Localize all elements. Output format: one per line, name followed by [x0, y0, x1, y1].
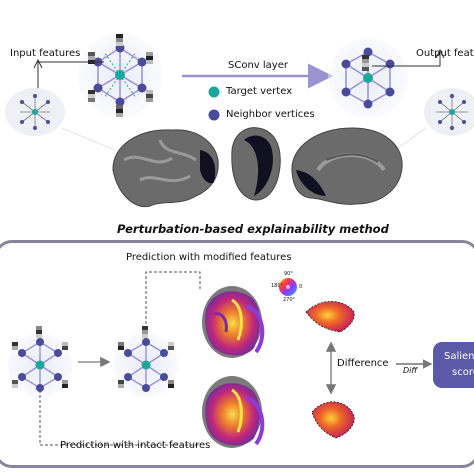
input-features-label: Input features [10, 48, 81, 59]
saliency-score-box: Salienc score [433, 342, 474, 388]
sconv-layer-label: SConv layer [228, 60, 288, 71]
target-vertex-dot [208, 86, 220, 98]
patch-modified [305, 301, 355, 333]
output-graph [328, 38, 445, 118]
method-title: Perturbation-based explainability method [117, 222, 389, 236]
saliency-line-2: score [452, 367, 474, 378]
modified-features-label: Prediction with modified features [126, 252, 292, 263]
mesh-icon-right [424, 88, 474, 136]
graph-left [8, 326, 72, 397]
neighbor-vertex-dot [208, 109, 220, 121]
brain-lateral [112, 129, 219, 208]
difference-label: Difference [337, 358, 389, 369]
legend-target-label: Target vertex [226, 86, 293, 97]
input-graph [78, 33, 162, 117]
intact-features-label: Prediction with intact features [60, 440, 211, 451]
legend-neighbor-label: Neighbor vertices [226, 109, 315, 120]
wheel-label-bottom: 270° [283, 297, 296, 303]
input-pointer-line [37, 61, 104, 90]
top-diagram [5, 33, 474, 208]
mesh-icon-left [5, 88, 65, 136]
bottom-diagram [8, 271, 433, 448]
wheel-label-right: 0 [299, 284, 303, 290]
diff-label: Diff [403, 366, 418, 375]
wheel-label-left: 180° [271, 283, 284, 289]
dashed-connectors [39, 271, 201, 446]
brain-posterior [231, 127, 281, 201]
wheel-label-top: 90° [284, 271, 293, 277]
brain-medial [291, 127, 403, 205]
color-wheel [279, 278, 297, 296]
brain-heatmap-intact [202, 376, 265, 448]
saliency-line-1: Salienc [444, 351, 474, 362]
patch-intact [311, 401, 355, 439]
graph-right [114, 326, 178, 397]
output-features-label: Output featu [416, 48, 474, 59]
brain-heatmap-modified [202, 286, 265, 358]
